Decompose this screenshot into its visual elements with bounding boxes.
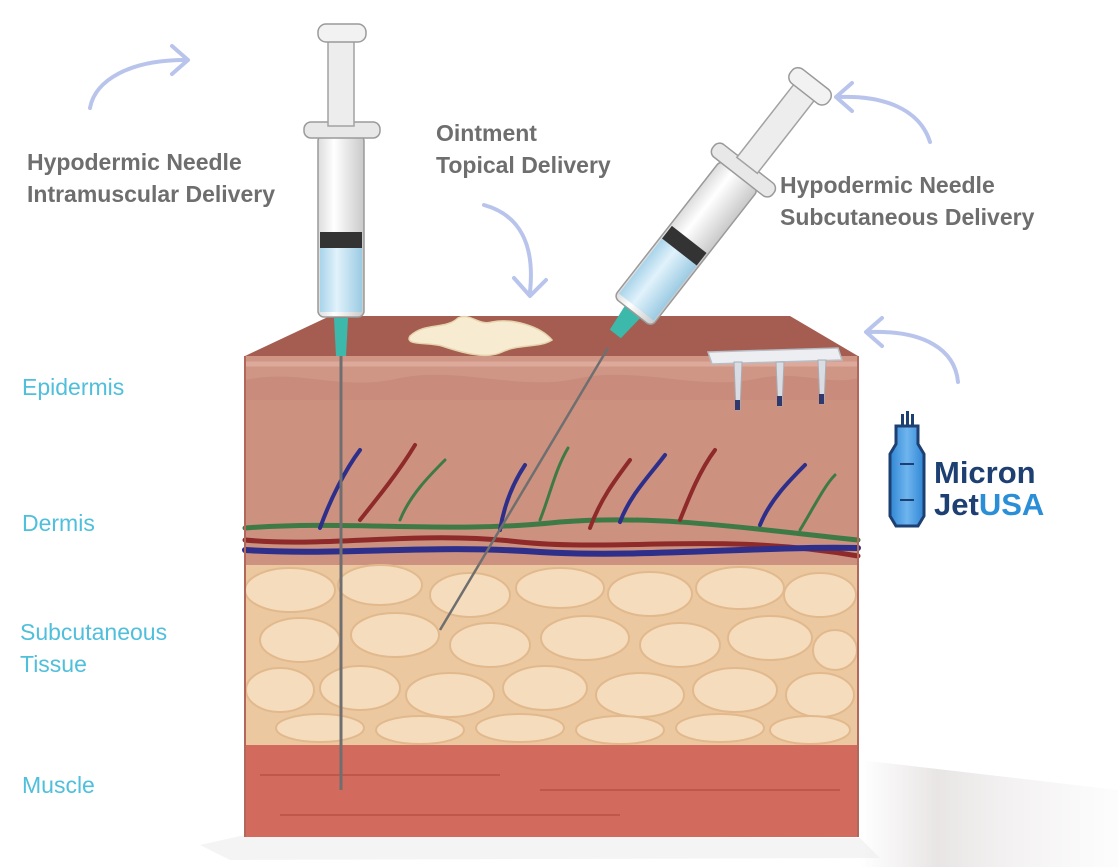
subcutaneous-tissue-label-line2: Tissue: [20, 651, 87, 677]
arrow-microneedle: [866, 329, 960, 384]
topical-label-line2: Topical Delivery: [436, 152, 611, 178]
intramuscular-label-line1: Hypodermic Needle: [27, 149, 242, 175]
logo-word-usa: USA: [978, 487, 1045, 522]
microneedle-patch: [706, 347, 844, 411]
topical-label-line1: Ointment: [436, 120, 537, 146]
syringe-intramuscular: [303, 23, 381, 790]
logo-word-micron: Micron: [934, 455, 1036, 490]
micronjet-logo-icon: [888, 411, 926, 528]
subcutaneous-label-line1: Hypodermic Needle: [780, 172, 995, 198]
subcutaneous-label-line2: Subcutaneous Delivery: [780, 204, 1035, 230]
floor-shadow-left: [200, 835, 880, 860]
ointment-blob: [408, 315, 554, 357]
muscle-label: Muscle: [22, 772, 95, 798]
arrow-intramuscular: [88, 58, 187, 110]
subcutaneous-tissue-label-line1: Subcutaneous: [20, 619, 168, 645]
needle-subcutaneous: [438, 347, 610, 631]
skin-top-face: [245, 316, 858, 356]
fat-cells: [244, 564, 858, 745]
intramuscular-label-line2: Intramuscular Delivery: [27, 181, 276, 207]
logo-word-jet: Jet: [934, 487, 979, 522]
floor-shadow: [860, 760, 1118, 867]
syringe-subcutaneous: [609, 66, 833, 339]
arrow-subcutaneous: [836, 94, 932, 144]
arrows: [88, 44, 960, 384]
logo-word-jetusa: JetUSA: [934, 489, 1044, 521]
blood-vessels: [242, 443, 861, 559]
dermis-label: Dermis: [22, 510, 95, 536]
arrow-topical: [482, 203, 533, 294]
epidermis-label: Epidermis: [22, 374, 125, 400]
